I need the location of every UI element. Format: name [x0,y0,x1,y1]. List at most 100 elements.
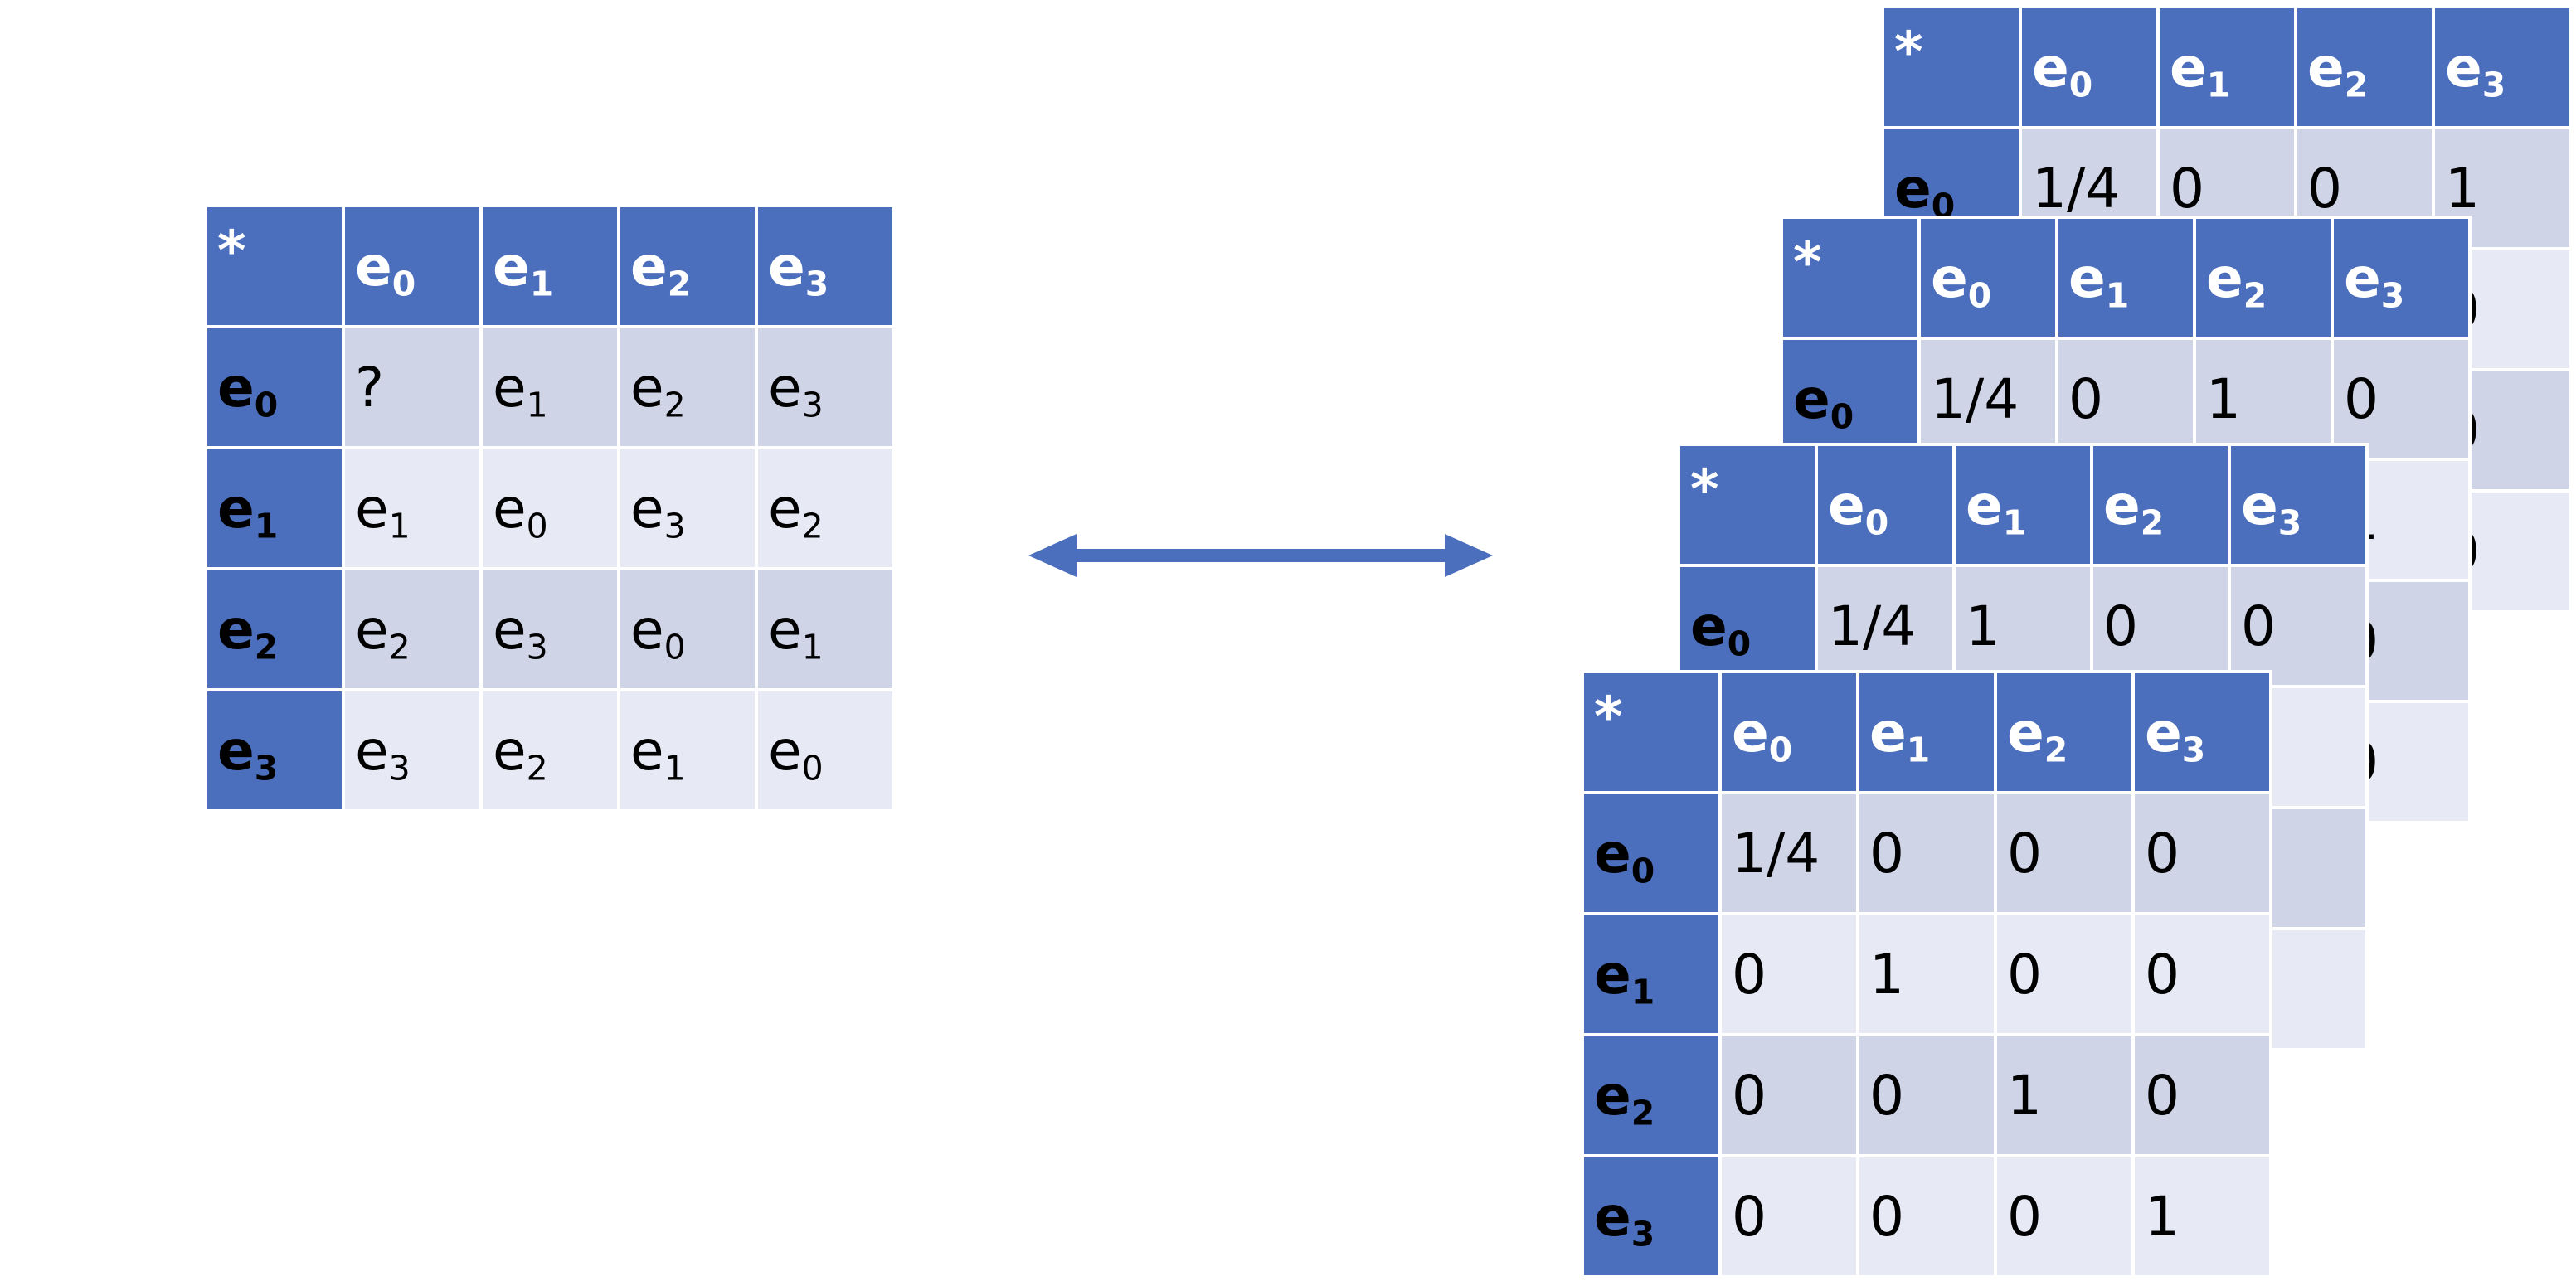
symbol-base: 0 [2145,942,2180,1007]
row-header: e3 [1581,1154,1722,1279]
column-header: e0 [1718,670,1859,794]
symbol-base: e [2170,35,2207,99]
table-cell: e1 [755,567,896,691]
symbol-base: e [1931,245,1968,310]
symbol-base: e [1594,821,1631,886]
table-cell: 0 [2055,337,2196,461]
symbol-subscript: 0 [801,747,824,788]
symbol-base: e [1966,473,2003,537]
table-cell: 0 [1856,1154,1997,1279]
corner-operator: * [1581,670,1722,794]
symbol-base: 0 [2103,594,2138,658]
symbol-subscript: 3 [388,747,411,788]
symbol-base: e [768,718,802,783]
row-header: e0 [1780,337,1921,461]
table-cell: e0 [755,688,896,813]
symbol-base: 0 [2007,821,2042,886]
table-cell: 0 [2090,564,2231,688]
symbol-subscript: 2 [254,626,279,667]
table-cell: 0 [2131,791,2272,915]
table-cell: 0 [1718,912,1859,1036]
table-cell: 0 [1994,791,2135,915]
symbol-base: e [493,234,530,298]
symbol-subscript: 0 [391,263,416,303]
symbol-base: e [2445,35,2482,99]
row-header: e0 [1581,791,1722,915]
corner-operator: * [204,204,345,328]
symbol-base: e [217,597,255,662]
symbol-subscript: 0 [1864,502,1889,542]
symbol-subscript: 1 [529,263,554,303]
table-cell: e2 [342,567,483,691]
symbol-base: 0 [2007,942,2042,1007]
table-cell: e3 [755,325,896,449]
table-cell: e0 [617,567,758,691]
symbol-base: e [2103,473,2141,537]
column-header: e3 [755,204,896,328]
symbol-base: e [2307,35,2345,99]
symbol-base: e [493,597,527,662]
table-cell: 0 [1994,1154,2135,1279]
symbol-subscript: 2 [667,263,692,303]
symbol-base: 0 [1869,821,1904,886]
symbol-base: e [1869,700,1907,764]
symbol-base: e [355,718,389,783]
row-header: e0 [1677,564,1818,688]
symbol-base: e [217,718,255,783]
symbol-base: e [2032,35,2069,99]
row-header: e3 [204,688,345,813]
symbol-base: e [630,355,664,420]
symbol-subscript: 0 [2068,64,2093,104]
symbol-subscript: 3 [801,384,824,425]
column-header: e2 [1994,670,2135,794]
symbol-base: e [768,355,802,420]
symbol-base: 0 [2241,594,2276,658]
corner-operator: * [1677,443,1818,567]
symbol-subscript: 2 [1631,1092,1655,1133]
symbol-subscript: 0 [1830,395,1854,436]
table-cell: 0 [1994,912,2135,1036]
column-header: e3 [2331,216,2472,340]
table-cell: e1 [617,688,758,813]
symbol-base: 0 [1732,1184,1767,1249]
symbol-subscript: 0 [1768,729,1793,769]
symbol-base: 0 [2068,366,2103,431]
table-cell: e2 [755,446,896,570]
column-header: e1 [2156,5,2297,129]
row-header: e1 [1581,912,1722,1036]
symbol-base: 0 [1869,1063,1904,1128]
table-cell: 1 [2193,337,2334,461]
table-cell: 1/4 [1815,564,1956,688]
symbol-subscript: 2 [663,384,686,425]
symbol-subscript: 1 [1631,971,1655,1012]
table-cell: 1 [1856,912,1997,1036]
symbol-subscript: 3 [526,626,548,667]
symbol-subscript: 2 [526,747,548,788]
symbol-base: 0 [2145,821,2180,886]
symbol-base: 1 [2007,1063,2042,1128]
table-cell: e0 [479,446,620,570]
symbol-base: e [493,476,527,541]
column-header: e2 [2294,5,2435,129]
symbol-subscript: 2 [388,626,411,667]
symbol-base: e [355,234,392,298]
corner-operator: * [1780,216,1921,340]
symbol-base: e [217,476,255,541]
symbol-base: e [493,718,527,783]
arrow-right-head [1445,534,1493,577]
symbol-subscript: 1 [2105,274,2130,315]
column-header: e1 [1856,670,1997,794]
symbol-base: 1 [1966,594,2000,658]
symbol-base: 1 [2145,1184,2180,1249]
column-header: e2 [2090,443,2231,567]
